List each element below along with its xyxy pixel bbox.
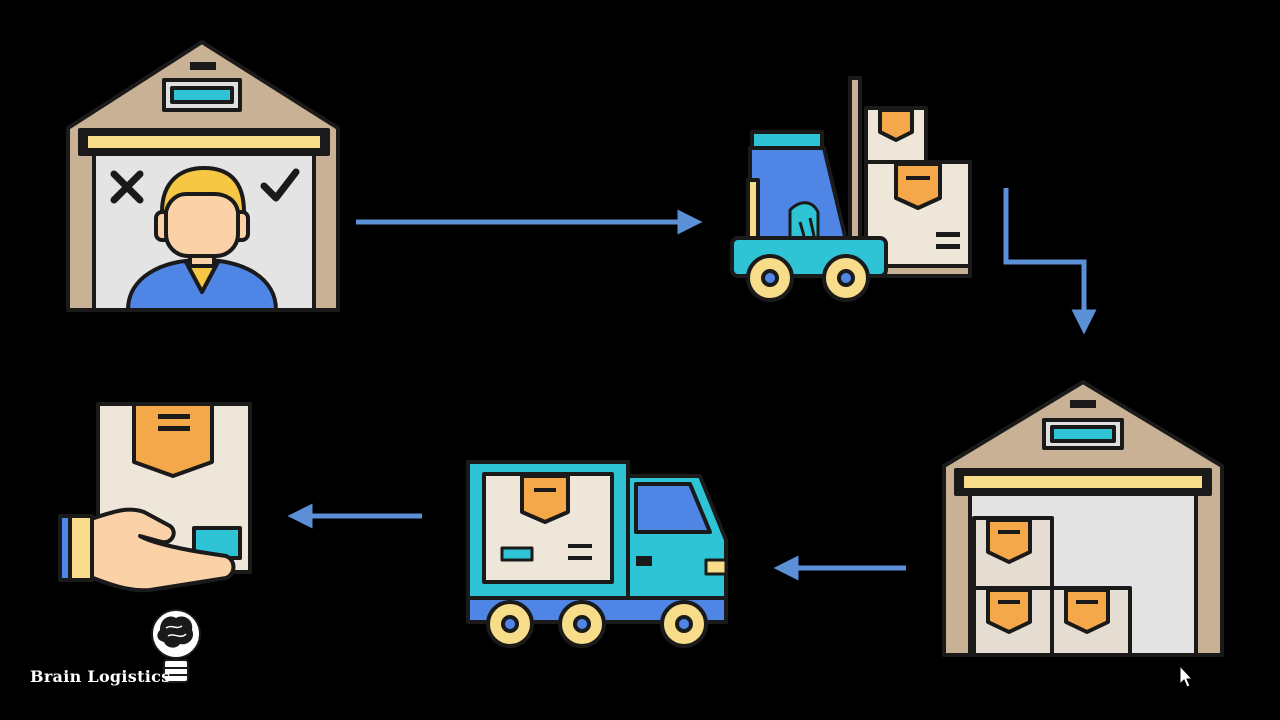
watermark-text: Brain Logistics [30,667,171,686]
warehouse-worker-icon [66,40,340,312]
warehouse-boxes-icon [942,380,1224,657]
brain-bulb-icon [151,609,201,683]
hand-with-box-icon [58,402,252,593]
arrow-to-storage [1003,188,1097,335]
forklift-icon [730,76,972,302]
mouse-cursor-icon [1179,664,1194,688]
delivery-truck-icon [466,460,728,648]
flow-arrows [287,188,1097,581]
